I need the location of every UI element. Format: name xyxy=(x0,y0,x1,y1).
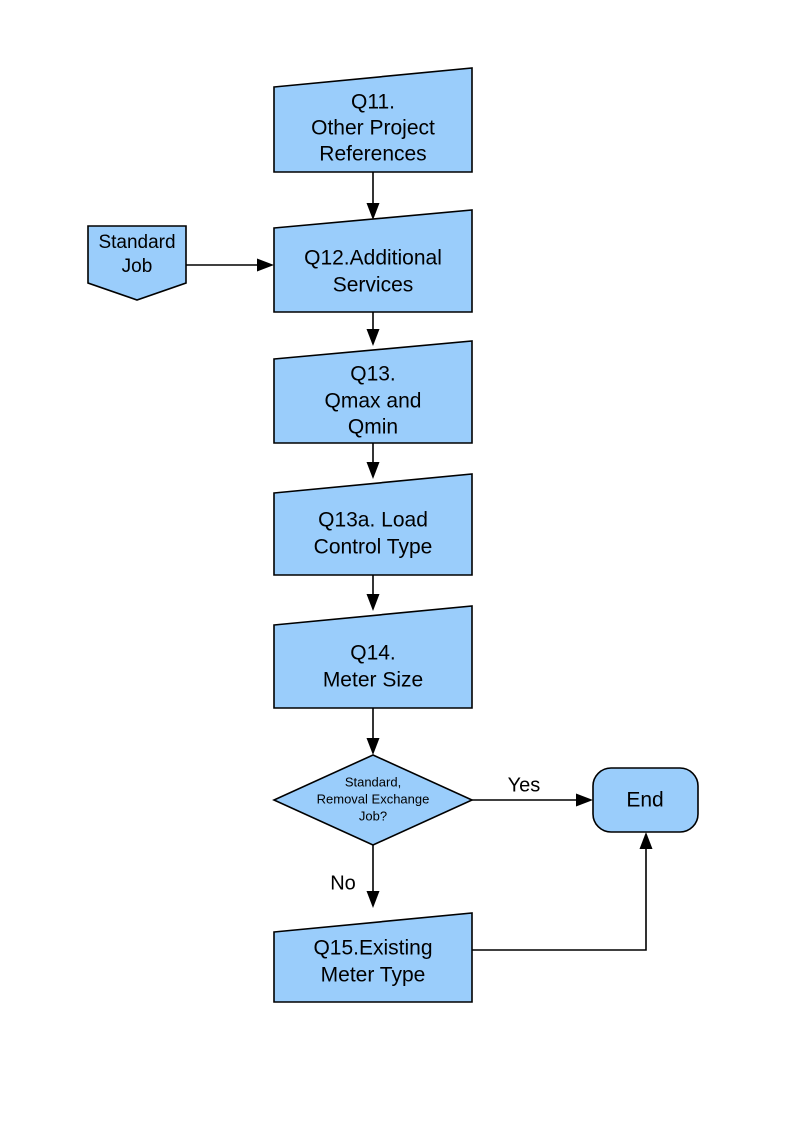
node-q13-shape xyxy=(273,340,473,444)
edge-q15-to-end xyxy=(472,832,653,951)
node-q14-shape xyxy=(273,605,473,709)
node-q13[interactable]: Q13. Qmax and Qmin xyxy=(273,340,473,444)
node-q15-line-1: Q15.Existing xyxy=(313,937,432,960)
node-q15[interactable]: Q15.Existing Meter Type xyxy=(273,912,473,1003)
edge-label-yes: Yes xyxy=(508,774,541,796)
node-q11-shape xyxy=(273,67,473,173)
node-decision-standard-removal-exchange[interactable]: Standard, Removal Exchange Job? xyxy=(272,754,474,846)
edge-decision-to-end-yes xyxy=(472,793,593,807)
node-decision-line-3: Job? xyxy=(359,808,387,823)
node-q11[interactable]: Q11. Other Project References xyxy=(273,67,473,173)
node-q12-line-1: Q12.Additional xyxy=(304,247,442,270)
node-standard-job-line-2: Job xyxy=(122,256,153,277)
node-decision-shape xyxy=(272,754,474,846)
node-q12-line-2: Services xyxy=(333,274,414,297)
node-q13a[interactable]: Q13a. Load Control Type xyxy=(273,473,473,576)
node-q14-line-2: Meter Size xyxy=(323,669,423,692)
node-end[interactable]: End xyxy=(592,767,699,833)
edge-standardjob-to-q12 xyxy=(186,258,274,272)
node-q13-line-3: Qmin xyxy=(348,416,398,439)
node-q11-line-3: References xyxy=(319,143,426,166)
edge-q13a-to-q14 xyxy=(366,575,380,611)
edge-q12-to-q13 xyxy=(366,312,380,346)
edge-decision-to-q15-no xyxy=(366,845,380,908)
node-end-label: End xyxy=(626,789,663,812)
edge-q13-to-q13a xyxy=(366,443,380,479)
node-q12[interactable]: Q12.Additional Services xyxy=(273,209,473,313)
node-q11-line-1: Q11. xyxy=(351,91,395,114)
node-standard-job-shape xyxy=(87,225,187,301)
node-q13-line-1: Q13. xyxy=(350,363,396,386)
node-standard-job-line-1: Standard xyxy=(98,232,175,253)
node-q14-line-1: Q14. xyxy=(350,642,396,665)
node-q15-line-2: Meter Type xyxy=(321,964,426,987)
node-q13a-line-1: Q13a. Load xyxy=(318,509,428,532)
edge-q14-to-decision xyxy=(366,708,380,755)
node-q13a-shape xyxy=(273,473,473,576)
node-end-shape xyxy=(592,767,699,833)
edge-q11-to-q12 xyxy=(366,172,380,220)
node-standard-job[interactable]: Standard Job xyxy=(87,225,187,301)
edge-label-no: No xyxy=(330,872,356,894)
node-q12-shape xyxy=(273,209,473,313)
node-q11-line-2: Other Project xyxy=(311,117,435,140)
node-decision-line-2: Removal Exchange xyxy=(317,791,430,806)
node-q13a-line-2: Control Type xyxy=(314,536,433,559)
node-decision-line-1: Standard, xyxy=(345,774,401,789)
node-q14[interactable]: Q14. Meter Size xyxy=(273,605,473,709)
node-q13-line-2: Qmax and xyxy=(325,390,422,413)
node-q15-shape xyxy=(273,912,473,1003)
